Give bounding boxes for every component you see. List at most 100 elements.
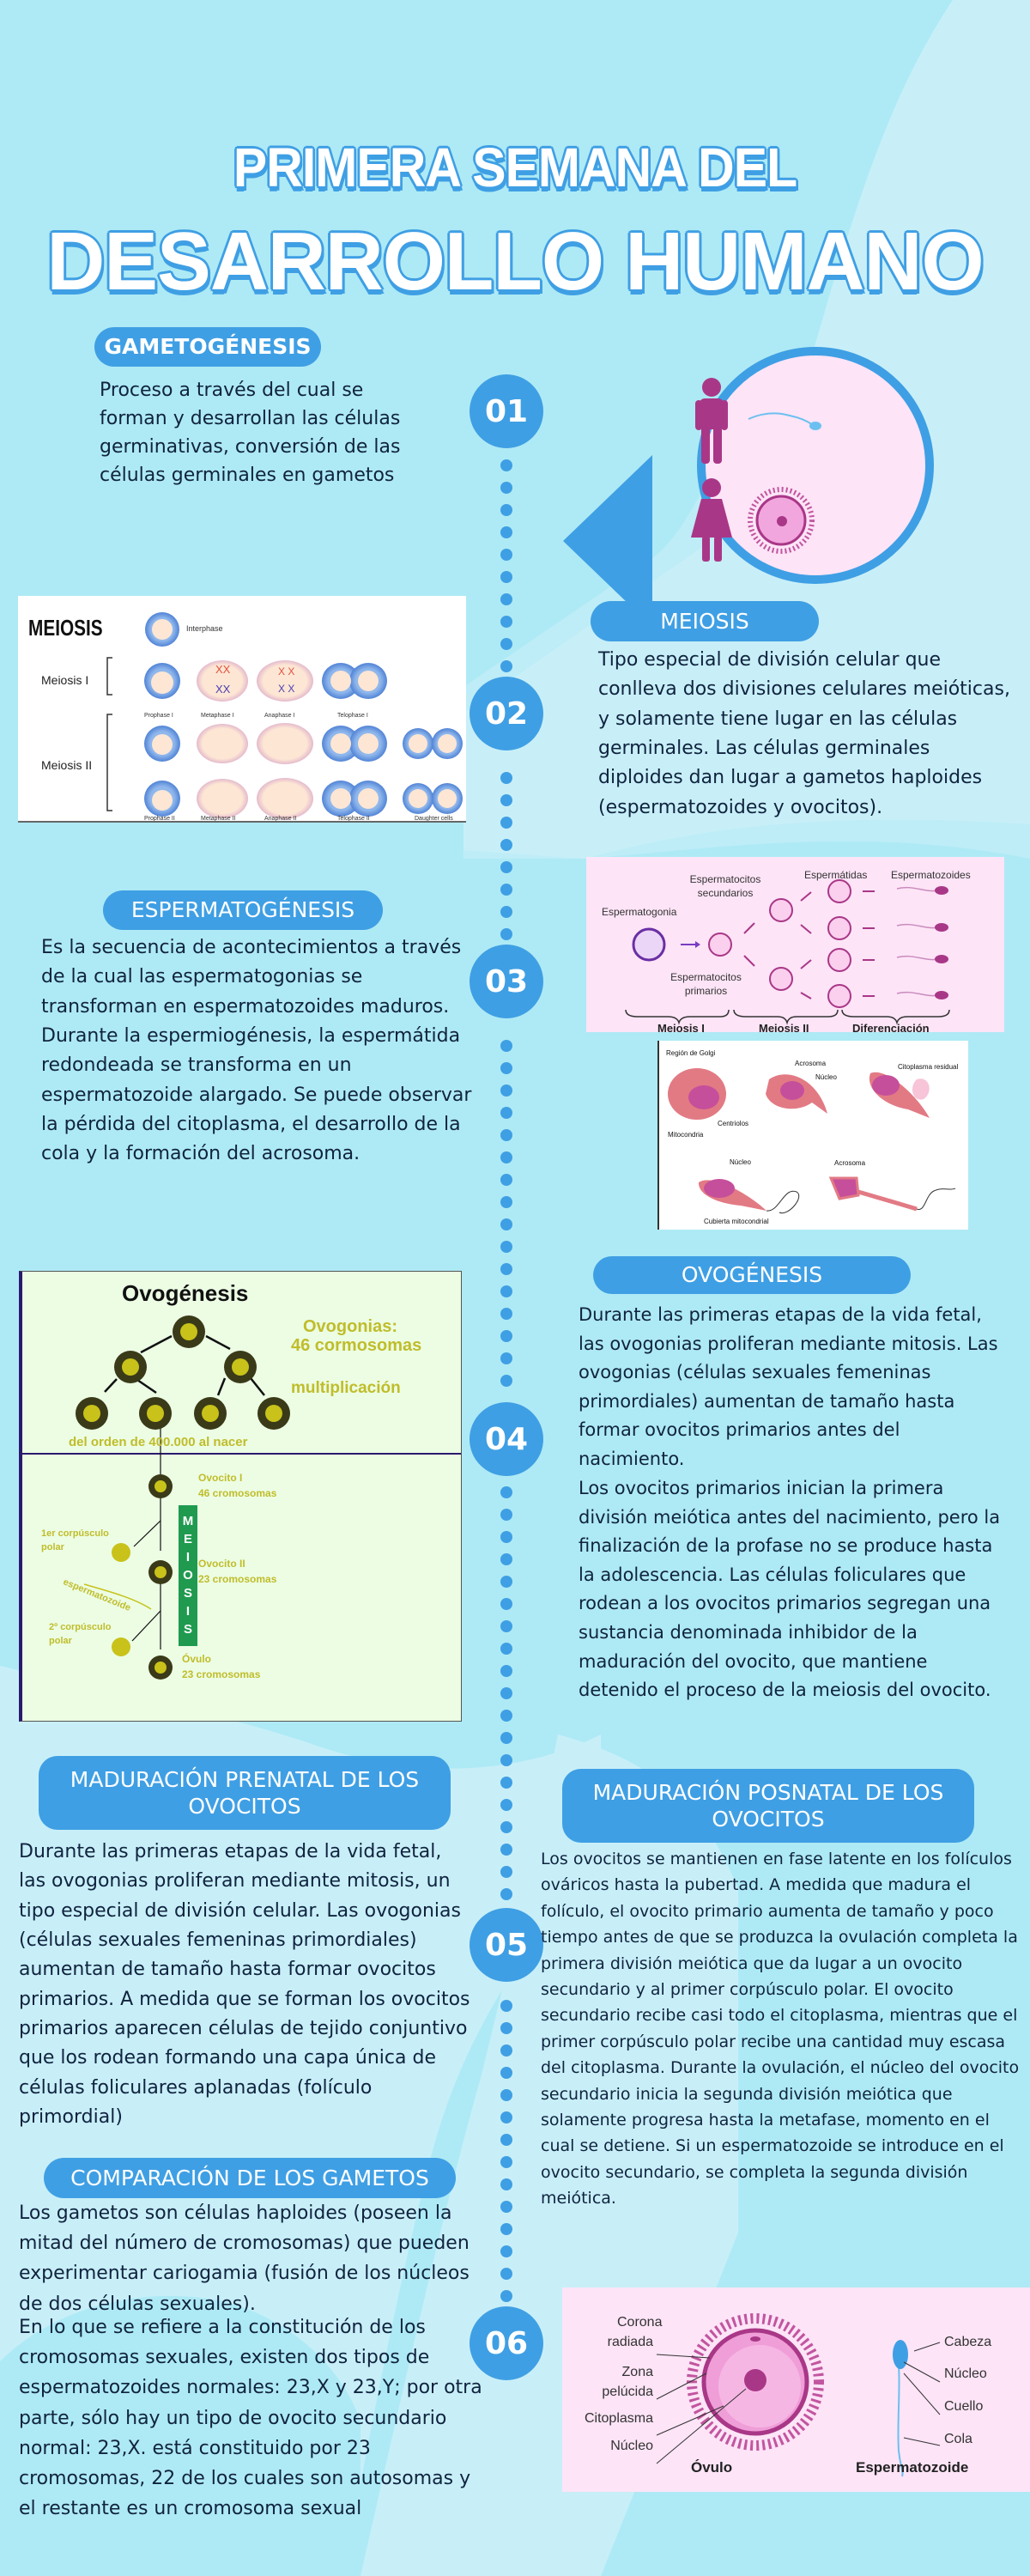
label-ovocito-1-count: 46 cromosomas [198, 1487, 277, 1499]
label-cubierta-mitocondrial: Cubierta mitocondrial [704, 1218, 769, 1225]
page-title-line-1: PRIMERA SEMANA DEL [233, 137, 797, 198]
phase-label: Anaphase I [264, 713, 295, 719]
meiosis-bar [179, 1505, 197, 1646]
timeline-dot [500, 1888, 512, 1900]
timeline-dot [500, 1330, 512, 1342]
timeline-dot [500, 1866, 512, 1878]
ovogenesis-divider [22, 1453, 461, 1455]
sperm-drawing [893, 2340, 908, 2477]
sperm-cells [896, 886, 939, 997]
timeline-dot [500, 906, 512, 918]
timeline-dot [500, 861, 512, 873]
label-espermatidas: Espermátidas [804, 869, 868, 881]
label-citoplasma: Citoplasma [584, 2411, 653, 2426]
svg-text:XX: XX [215, 663, 231, 676]
label-cuello: Cuello [944, 2399, 984, 2414]
label-espermatozoides: Espermatozoides [891, 869, 971, 881]
timeline-dot [500, 1531, 512, 1543]
timeline-dot [500, 1844, 512, 1856]
comparacion-heading: COMPARACIÓN DE LOS GAMETOS [44, 2158, 456, 2198]
phase-label: Metaphase I [201, 713, 234, 719]
timeline-dot [500, 1799, 512, 1811]
timeline-dot [500, 1241, 512, 1253]
timeline-dot [500, 526, 512, 538]
meiosis-row-label-2: Meiosis II [41, 758, 93, 772]
label-polar-2: polar [49, 1636, 72, 1646]
comparacion-text-2: En lo que se refiere a la constitución d… [19, 2317, 482, 2520]
ovogenesis-text: Durante las primeras etapas de la vida f… [579, 1304, 998, 1469]
callout-pointer [563, 455, 652, 610]
timeline-dot [500, 459, 512, 471]
label-cola: Cola [944, 2432, 972, 2446]
meiosis-letter: M [182, 1514, 194, 1528]
timeline-dot [500, 1732, 512, 1744]
label-espermatogonia: Espermatogonia [602, 906, 677, 918]
timeline-dot [500, 1285, 512, 1297]
spermatogenesis-diagram: Espermatogonia Espermatocitos primarios … [586, 857, 1004, 1032]
timeline-dot [500, 1308, 512, 1320]
phase-label: Telophase II [337, 816, 370, 822]
timeline-dot [500, 1576, 512, 1588]
label-nucleo-ovulo: Núcleo [610, 2439, 653, 2453]
posnatal-heading-line-1: MADURACIÓN POSNATAL DE LOS [592, 1779, 944, 1805]
label-ovocito-2: Ovocito II [198, 1558, 245, 1570]
phase-label: Prophase II [144, 816, 175, 822]
label-mitocondria: Mitocondria [668, 1131, 704, 1139]
posnatal-heading: MADURACIÓN POSNATAL DE LOS OVOCITOS [562, 1769, 974, 1843]
meiosis-cells: XX XX X X X X [106, 612, 463, 819]
prenatal-heading: MADURACIÓN PRENATAL DE LOS OVOCITOS [39, 1756, 451, 1830]
meiosis-letter: O [183, 1568, 193, 1583]
timeline-dot [500, 2022, 512, 2034]
phase-label: Metaphase II [201, 816, 236, 822]
label-acrosoma-1: Acrosoma [795, 1060, 827, 1067]
meiosis-heading: MEIOSIS [591, 601, 819, 641]
timeline-dot [500, 1665, 512, 1677]
gametogenesis-illustration [563, 347, 934, 610]
label-espermatocitos-primarios: Espermatocitos primarios [670, 971, 742, 997]
timeline-dot [500, 2111, 512, 2123]
step-badge-06: 06 [470, 2306, 543, 2380]
label-centriolos: Centriolos [718, 1120, 749, 1127]
timeline-dot [500, 1821, 512, 1833]
timeline-dot [500, 571, 512, 583]
label-ovulo: Óvulo [691, 2459, 733, 2476]
meiosis-diagram-title: MEIOSIS [28, 615, 103, 641]
label-acrosoma-2: Acrosoma [834, 1159, 866, 1167]
stage-diferenciacion: Diferenciación [852, 1022, 930, 1032]
timeline-dot [500, 2000, 512, 2012]
label-corpusculo-2: 2º corpúsculo [49, 1622, 112, 1632]
timeline-dot [500, 1620, 512, 1632]
meiosis-letter: S [183, 1622, 192, 1637]
timeline-dot [500, 593, 512, 605]
callout-circle [697, 347, 934, 584]
timeline-dot [500, 772, 512, 784]
timeline-dot [500, 1352, 512, 1364]
timeline-dot [500, 1218, 512, 1230]
timeline-dot [500, 1486, 512, 1498]
phase-label: Anaphase II [264, 816, 297, 822]
timeline-dot [500, 482, 512, 494]
sperm-icon [748, 412, 821, 430]
label-zona: Zona [621, 2365, 653, 2379]
step-badge-03: 03 [470, 945, 543, 1018]
meiosis-letter: E [183, 1532, 192, 1546]
step-badge-01: 01 [470, 374, 543, 448]
label-ovulo-count: 23 cromosomas [182, 1668, 261, 1680]
timeline-dot [500, 549, 512, 561]
posnatal-text: Los ovocitos se mantienen en fase latent… [541, 1850, 1020, 2208]
ovum-icon [748, 487, 815, 554]
timeline-dot [500, 1777, 512, 1789]
label-corpusculo-1: 1er corpúsculo [41, 1528, 109, 1539]
timeline-dot [500, 2067, 512, 2079]
spermatogenesis-cells [625, 879, 950, 1025]
label-ovulo: Óvulo [182, 1653, 212, 1665]
label-polar-1: polar [41, 1542, 64, 1552]
timeline-dot [500, 1754, 512, 1766]
espermatogenesis-heading: ESPERMATOGÉNESIS [103, 890, 383, 930]
meiosis-row-1: XX XX X X X X [144, 660, 387, 702]
ovogenesis-heading: OVOGÉNESIS [593, 1256, 911, 1294]
timeline-dot [500, 504, 512, 516]
timeline-dot [500, 616, 512, 628]
timeline-dot [500, 817, 512, 829]
